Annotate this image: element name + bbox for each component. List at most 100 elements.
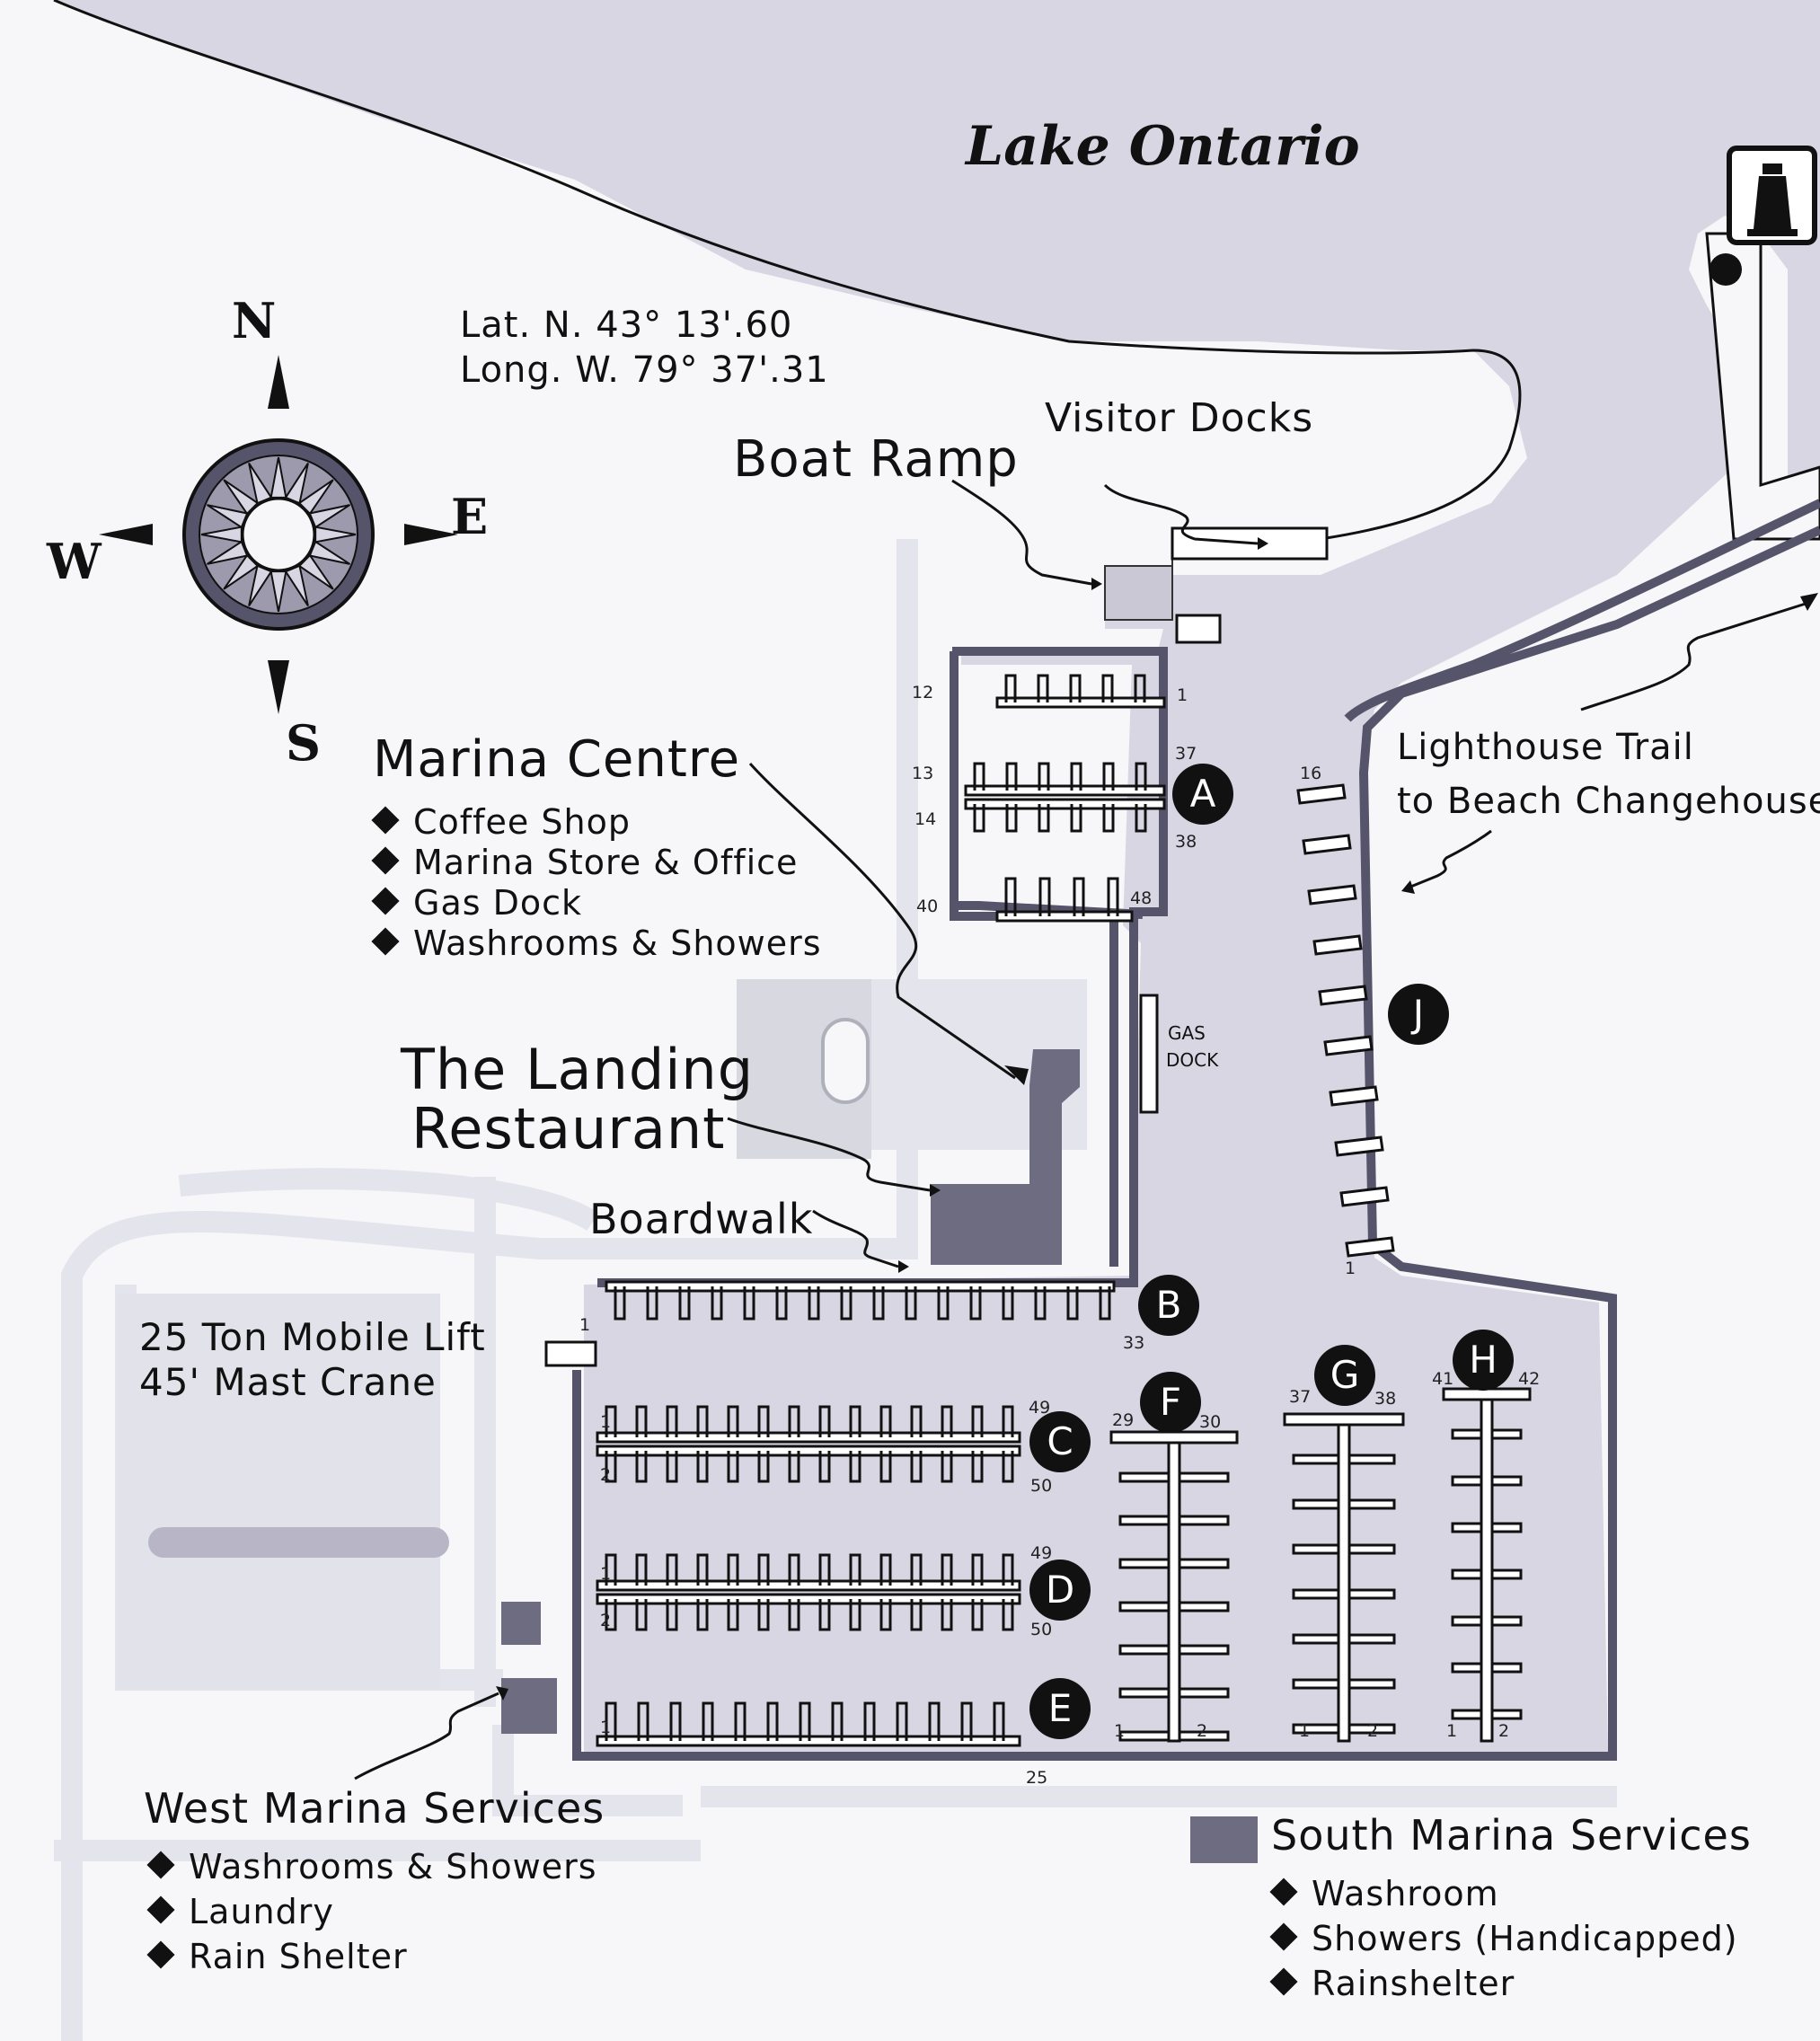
dock-finger	[969, 1286, 982, 1321]
dock-walkway	[995, 910, 1134, 923]
dock-finger	[666, 1405, 678, 1437]
arrow-heads	[496, 537, 1818, 1701]
boardwalk-label: Boardwalk	[589, 1195, 814, 1243]
dock-finger	[1037, 674, 1049, 702]
dock-finger	[818, 1405, 831, 1437]
slip-number: 50	[1030, 1476, 1053, 1496]
landing-restaurant-label-1: The Landing	[401, 1037, 755, 1102]
dock-finger	[1347, 1453, 1396, 1465]
dock-e-marker: E	[1029, 1678, 1091, 1739]
dock-finger	[757, 1405, 770, 1437]
dock-finger	[757, 1553, 770, 1586]
dock-finger	[635, 1451, 648, 1483]
dock-j-finger	[1302, 834, 1352, 855]
dock-finger	[1490, 1568, 1523, 1580]
south-services-item: Rainshelter	[1267, 1961, 1738, 2006]
west-services-item: Rain Shelter	[144, 1934, 597, 1979]
marina-centre-item: Coffee Shop	[368, 802, 822, 843]
dock-j-finger	[1312, 934, 1363, 956]
dock-head	[1283, 1412, 1405, 1427]
compass-south-label: S	[286, 714, 321, 772]
dock-finger	[905, 1286, 917, 1321]
dock-finger	[1004, 674, 1017, 702]
landing-restaurant-building	[931, 1049, 1080, 1265]
dock-finger	[1005, 762, 1018, 791]
dock-finger	[993, 1701, 1005, 1741]
dock-finger	[1490, 1522, 1523, 1533]
dock-finger	[1178, 1644, 1230, 1656]
dock-finger	[1135, 762, 1147, 791]
dock-finger	[1134, 674, 1146, 702]
slip-number: 14	[914, 809, 937, 829]
leader-lines	[354, 479, 1807, 1780]
lighthouse-trail-wall	[1344, 499, 1820, 722]
dock-finger	[1178, 1558, 1230, 1569]
dock-walkway	[1167, 1436, 1181, 1743]
dock-finger	[910, 1599, 923, 1631]
slip-number: 1	[1114, 1721, 1126, 1741]
dock-finger	[1292, 1453, 1340, 1465]
dock-finger	[614, 1286, 626, 1321]
dock-finger	[1292, 1678, 1340, 1690]
lighthouse-icon	[1747, 163, 1798, 236]
slip-number: 2	[600, 1611, 612, 1630]
slip-number: 2	[600, 1465, 612, 1485]
slip-number: 1	[579, 1315, 591, 1335]
dock-finger	[696, 1451, 709, 1483]
dock-finger	[1347, 1723, 1396, 1735]
dock-finger	[1490, 1615, 1523, 1627]
dock-finger	[1292, 1588, 1340, 1600]
dock-finger	[788, 1405, 800, 1437]
dock-finger	[788, 1553, 800, 1586]
dock-finger	[1178, 1687, 1230, 1699]
dock-finger	[637, 1701, 649, 1741]
dock-walkway	[1480, 1392, 1494, 1743]
dock-finger	[971, 1599, 984, 1631]
dock-head	[1109, 1430, 1239, 1445]
dock-finger	[711, 1286, 723, 1321]
dock-walkway	[596, 1593, 1021, 1605]
dock-finger	[605, 1553, 617, 1586]
slip-number: 49	[1030, 1543, 1053, 1563]
dock-g-marker: G	[1314, 1345, 1375, 1406]
dock-finger	[635, 1553, 648, 1586]
dock-finger	[635, 1599, 648, 1631]
mobile-lift-label-2: 45' Mast Crane	[139, 1360, 437, 1404]
dock-finger	[799, 1701, 811, 1741]
dock-finger	[1118, 1687, 1171, 1699]
dock-finger	[928, 1701, 941, 1741]
dock-finger	[937, 1286, 950, 1321]
dock-j-finger	[1323, 1035, 1374, 1056]
dock-finger	[1490, 1662, 1523, 1674]
dock-finger	[879, 1553, 892, 1586]
slip-number: 1	[1345, 1259, 1356, 1278]
dock-finger	[941, 1451, 953, 1483]
dock-finger	[1451, 1662, 1483, 1674]
gas-dock	[1139, 994, 1159, 1114]
dock-finger	[808, 1286, 820, 1321]
dock-finger	[1002, 1553, 1014, 1586]
dock-j-finger	[1318, 985, 1368, 1006]
dock-finger	[666, 1599, 678, 1631]
dock-finger	[973, 804, 985, 833]
dock-finger	[775, 1286, 788, 1321]
slip-number: 1	[600, 1412, 612, 1432]
lighthouse-dot	[1710, 253, 1742, 286]
dock-finger	[849, 1553, 861, 1586]
south-services-item: Showers (Handicapped)	[1267, 1916, 1738, 1961]
slip-number: 29	[1112, 1410, 1135, 1430]
parking-oval	[821, 1018, 870, 1104]
dock-finger	[727, 1451, 739, 1483]
slip-number: 25	[1026, 1768, 1048, 1788]
dock-finger	[1118, 1471, 1171, 1483]
slip-number: 2	[1498, 1721, 1510, 1741]
dock-finger	[1135, 804, 1147, 833]
dock-finger	[1073, 877, 1085, 916]
slip-number: 2	[1197, 1721, 1208, 1741]
dock-finger	[1118, 1515, 1171, 1526]
dock-finger	[727, 1599, 739, 1631]
dock-walkway	[596, 1445, 1021, 1457]
dock-finger	[1004, 877, 1017, 916]
boat-ramp	[1104, 543, 1173, 621]
visitor-docks-label: Visitor Docks	[1045, 395, 1314, 441]
